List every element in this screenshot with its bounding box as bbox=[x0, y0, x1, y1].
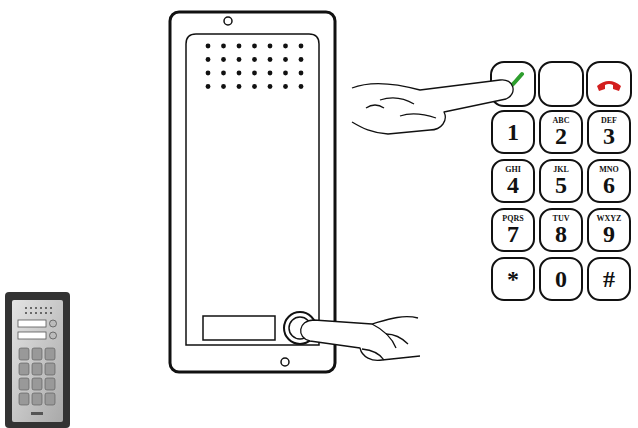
key-digit: 7 bbox=[507, 223, 519, 245]
speaker-hole bbox=[206, 44, 211, 49]
speaker-hole bbox=[268, 71, 273, 76]
speaker-hole bbox=[237, 44, 242, 49]
intercom-panel bbox=[170, 12, 335, 372]
key-digit: # bbox=[603, 268, 615, 290]
key-letters: JKL bbox=[553, 166, 569, 174]
keypad-key: DEF3 bbox=[587, 110, 631, 154]
key-letters: TUV bbox=[553, 215, 570, 223]
speaker-hole bbox=[206, 84, 211, 89]
speaker-hole bbox=[252, 57, 257, 62]
key-digit: 9 bbox=[603, 223, 615, 245]
speaker-hole bbox=[252, 84, 257, 89]
key-digit: 0 bbox=[555, 268, 567, 290]
key-letters: PQRS bbox=[502, 215, 523, 223]
keypad-key: * bbox=[491, 257, 535, 301]
key-letters: WXYZ bbox=[597, 215, 622, 223]
speaker-hole bbox=[237, 57, 242, 62]
speaker-hole bbox=[206, 71, 211, 76]
intercom-photo bbox=[5, 292, 70, 428]
hand-upper bbox=[352, 80, 513, 134]
key-letters: MNO bbox=[599, 166, 619, 174]
hand-lower bbox=[301, 317, 420, 361]
keypad-key: 0 bbox=[539, 257, 583, 301]
key-digit: 3 bbox=[603, 125, 615, 147]
speaker-hole bbox=[237, 84, 242, 89]
speaker-hole bbox=[237, 71, 242, 76]
key-digit: 1 bbox=[507, 121, 519, 143]
keypad-key: TUV8 bbox=[539, 208, 583, 252]
speaker-hole bbox=[283, 57, 288, 62]
speaker-hole bbox=[221, 57, 226, 62]
speaker-hole bbox=[252, 44, 257, 49]
speaker-hole bbox=[206, 57, 211, 62]
speaker-hole bbox=[268, 44, 273, 49]
speaker-hole bbox=[268, 57, 273, 62]
keypad-key: PQRS7 bbox=[491, 208, 535, 252]
keypad-key: # bbox=[587, 257, 631, 301]
keypad-key: 1 bbox=[491, 110, 535, 154]
key-letters: DEF bbox=[601, 117, 617, 125]
keypad-key: GHI4 bbox=[491, 159, 535, 203]
speaker-hole bbox=[221, 84, 226, 89]
speaker-hole bbox=[252, 71, 257, 76]
keypad-key: ABC2 bbox=[539, 110, 583, 154]
speaker-hole bbox=[299, 84, 304, 89]
speaker-hole bbox=[283, 84, 288, 89]
key-digit: * bbox=[507, 268, 519, 290]
speaker-hole bbox=[299, 44, 304, 49]
key-digit: 2 bbox=[555, 125, 567, 147]
key-digit: 4 bbox=[507, 174, 519, 196]
speaker-hole bbox=[221, 44, 226, 49]
key-letters: GHI bbox=[505, 166, 521, 174]
speaker-hole bbox=[299, 57, 304, 62]
key-letters: ABC bbox=[553, 117, 570, 125]
key-digit: 8 bbox=[555, 223, 567, 245]
keypad-key: WXYZ9 bbox=[587, 208, 631, 252]
speaker-hole bbox=[268, 84, 273, 89]
speaker-hole bbox=[283, 71, 288, 76]
key-digit: 6 bbox=[603, 174, 615, 196]
key-digit: 5 bbox=[555, 174, 567, 196]
speaker-hole bbox=[299, 71, 304, 76]
keypad-key: JKL5 bbox=[539, 159, 583, 203]
speaker-hole bbox=[221, 71, 226, 76]
speaker-hole bbox=[283, 44, 288, 49]
keypad-key: MNO6 bbox=[587, 159, 631, 203]
